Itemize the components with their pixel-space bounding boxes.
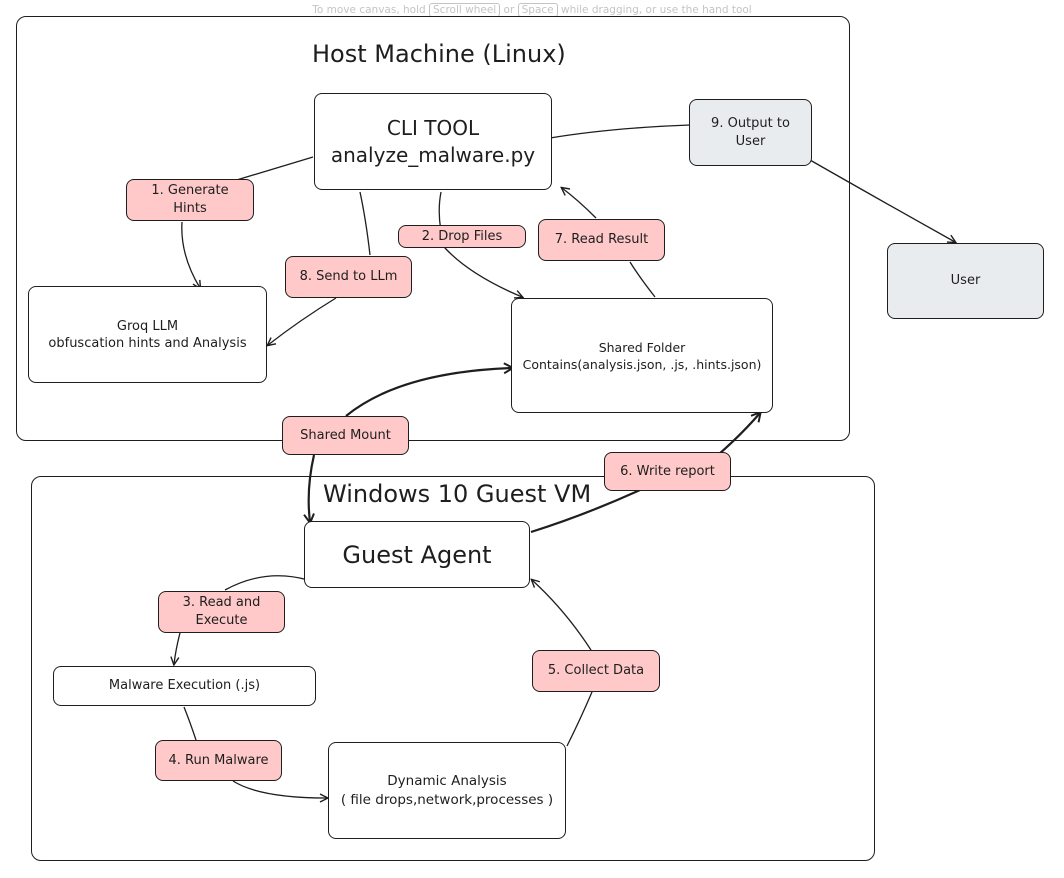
dynamic-analysis-name: Dynamic Analysis: [387, 772, 507, 789]
guest-agent-node[interactable]: Guest Agent: [304, 521, 530, 588]
step-send-llm[interactable]: 8. Send to LLm: [285, 256, 412, 298]
hint-text-pre: To move canvas, hold: [312, 4, 426, 16]
malware-execution-label: Malware Execution (.js): [108, 678, 261, 693]
output-line1: 9. Output to: [711, 115, 790, 131]
arrow-run-malware: [183, 706, 327, 798]
dynamic-analysis-desc: ( file drops,network,processes ): [340, 791, 554, 808]
arrow-send-llm: [268, 191, 371, 345]
user-label: User: [950, 273, 981, 288]
step-drop-files[interactable]: 2. Drop Files: [398, 225, 526, 248]
step-drop-files-label: 2. Drop Files: [421, 228, 503, 244]
step-collect-data[interactable]: 5. Collect Data: [532, 650, 660, 692]
step-run-malware[interactable]: 4. Run Malware: [155, 740, 282, 781]
step-write-report-label: 6. Write report: [620, 463, 715, 479]
step-read-result[interactable]: 7. Read Result: [538, 219, 665, 261]
shared-folder-node[interactable]: Shared Folder Contains(analysis.json, .j…: [511, 298, 773, 413]
arrow-output-user: [809, 159, 955, 242]
guest-agent-label: Guest Agent: [342, 540, 492, 569]
arrow-read-execute: [174, 575, 309, 664]
arrow-drop-files: [438, 191, 522, 297]
malware-execution-node[interactable]: Malware Execution (.js): [53, 666, 316, 706]
output-line2: User: [735, 133, 766, 149]
step-read-result-label: 7. Read Result: [554, 232, 649, 247]
cli-tool-script: analyze_malware.py: [330, 142, 536, 167]
cli-tool-node[interactable]: CLI TOOL analyze_malware.py: [314, 93, 552, 190]
arrow-read-result: [562, 188, 656, 298]
guest-vm-frame[interactable]: [31, 476, 875, 861]
shared-folder-contents: Contains(analysis.json, .js, .hints.json…: [522, 356, 762, 372]
groq-llm-node[interactable]: Groq LLM obfuscation hints and Analysis: [28, 286, 267, 383]
output-to-user-node[interactable]: 9. Output to User: [689, 99, 812, 166]
step-shared-mount[interactable]: Shared Mount: [282, 416, 409, 455]
host-machine-frame[interactable]: [16, 16, 850, 441]
dynamic-analysis-node[interactable]: Dynamic Analysis ( file drops,network,pr…: [328, 742, 566, 839]
step-shared-mount-label: Shared Mount: [300, 427, 391, 443]
user-node[interactable]: User: [887, 243, 1044, 319]
step-read-execute-line2: Execute: [195, 613, 248, 628]
step-generate-hints[interactable]: 1. Generate Hints: [126, 179, 254, 221]
step-collect-data-label: 5. Collect Data: [547, 663, 645, 678]
step-write-report[interactable]: 6. Write report: [604, 452, 731, 491]
arrow-shared-mount-down: [309, 454, 316, 522]
step-send-llm-label: 8. Send to LLm: [299, 269, 398, 284]
hint-text-post: while dragging, or use the hand tool: [560, 4, 752, 16]
arrow-collect-data: [532, 580, 593, 747]
step-read-execute[interactable]: 3. Read and Execute: [158, 591, 285, 633]
hint-key-space: Space: [517, 3, 558, 17]
step-generate-line2: Hints: [173, 201, 207, 216]
step-generate-line1: 1. Generate: [151, 183, 229, 198]
guest-vm-title: Windows 10 Guest VM: [323, 480, 592, 508]
hint-text-mid: or: [503, 4, 515, 16]
line-output-to-user: [549, 124, 691, 139]
shared-folder-name: Shared Folder: [598, 339, 686, 355]
step-run-malware-label: 4. Run Malware: [168, 752, 269, 768]
step-read-execute-line1: 3. Read and: [182, 595, 261, 610]
arrow-shared-mount-up: [345, 368, 512, 417]
groq-llm-desc: obfuscation hints and Analysis: [48, 335, 247, 351]
groq-llm-name: Groq LLM: [116, 318, 179, 334]
host-machine-title: Host Machine (Linux): [312, 40, 566, 68]
hint-key-scroll: Scroll wheel: [429, 3, 501, 17]
cli-tool-name: CLI TOOL: [386, 115, 480, 140]
canvas-hint: To move canvas, hold Scroll wheel or Spa…: [0, 3, 1064, 17]
